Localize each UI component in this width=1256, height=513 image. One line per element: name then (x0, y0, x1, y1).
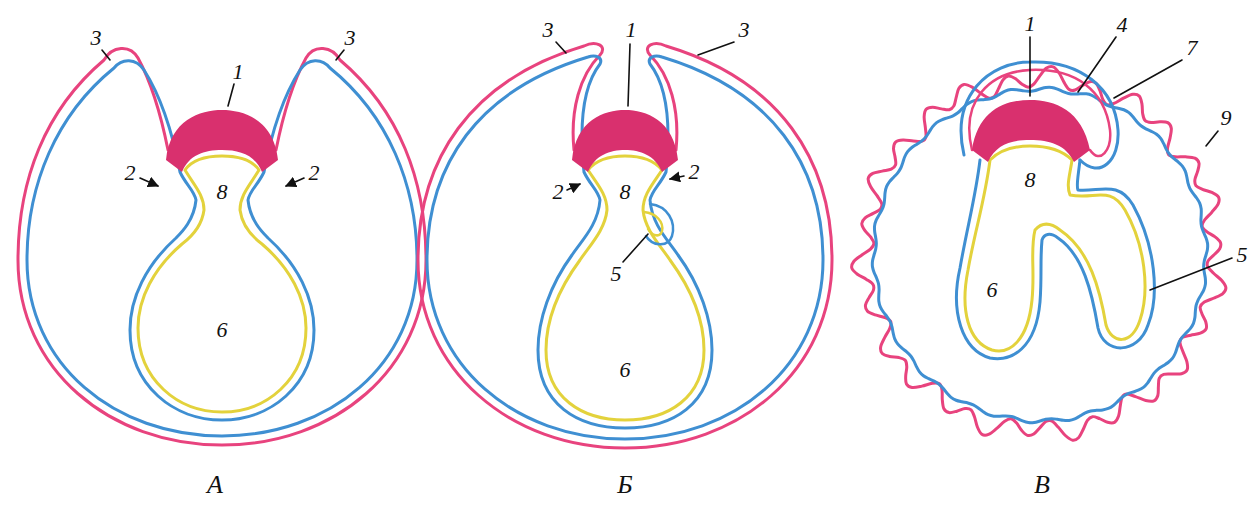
callout-number: 1 (1024, 13, 1037, 35)
callout-number: 8 (216, 181, 229, 203)
allantois-mesoderm (646, 204, 673, 244)
arrow-line (567, 184, 580, 190)
callout-number: 9 (1220, 107, 1233, 129)
callout-number: 8 (619, 181, 632, 203)
leader-line (1029, 37, 1031, 96)
arrow-line (286, 178, 304, 186)
leader-line (556, 42, 566, 53)
leader-line (102, 50, 110, 60)
callout-number: 6 (216, 319, 229, 341)
arrow-line (140, 178, 158, 186)
arrow-line (670, 176, 684, 179)
callout-number: 2 (688, 161, 701, 183)
callout-number: 7 (1186, 37, 1199, 59)
leader-line (698, 42, 734, 55)
leader-line (623, 234, 648, 262)
leader-line (1078, 37, 1116, 92)
callout-number: 4 (1116, 14, 1129, 36)
figure-letter: В (1033, 472, 1051, 498)
callout-number: 1 (625, 19, 638, 41)
leader-line (1150, 258, 1232, 290)
chorion (852, 66, 1226, 440)
callout-number: 5 (610, 263, 623, 285)
mesoderm-line (427, 56, 823, 439)
callout-number: 3 (738, 19, 751, 41)
ectoderm-line (18, 48, 426, 445)
callout-number: 3 (344, 27, 357, 49)
leader-line (628, 44, 630, 106)
endoderm-line (138, 156, 306, 412)
callout-number: 6 (619, 359, 632, 381)
callout-number: 2 (308, 162, 321, 184)
callout-number: 2 (552, 181, 565, 203)
ectoderm-line (418, 44, 832, 448)
callout-number: 2 (124, 162, 137, 184)
mesoderm-line (27, 61, 417, 436)
callout-number: 5 (1236, 244, 1249, 266)
allantois-endoderm (644, 212, 662, 235)
embryo-disc (972, 100, 1090, 162)
leader-line (336, 50, 344, 60)
endoderm-line (965, 146, 1145, 351)
chorion-villi (852, 66, 1226, 440)
endoderm-line (546, 156, 704, 420)
leader-line (1206, 131, 1218, 146)
callout-number: 3 (90, 27, 103, 49)
callout-number: 8 (1024, 169, 1037, 191)
embryo-disc (572, 110, 678, 172)
callout-number: 1 (232, 61, 245, 83)
embryo-disc (166, 110, 278, 172)
leader-line (1114, 60, 1182, 98)
callout-number: 3 (542, 19, 555, 41)
leader-line (228, 84, 234, 106)
chorion-mesoderm (872, 87, 1207, 422)
figure-letter: А (206, 472, 224, 498)
callout-number: 6 (986, 279, 999, 301)
amnion-mesoderm (961, 62, 1118, 168)
figure-letter: Б (616, 472, 633, 498)
